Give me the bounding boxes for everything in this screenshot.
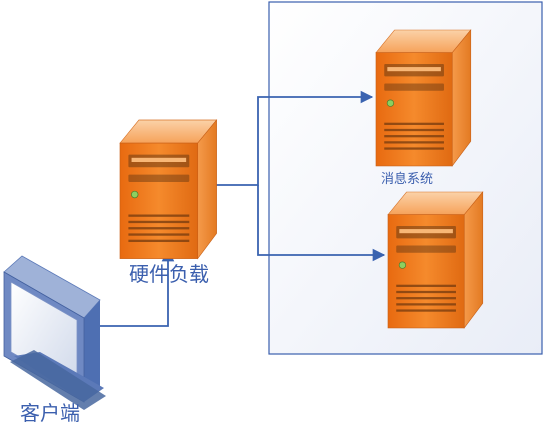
second-server xyxy=(387,191,484,329)
message-server xyxy=(375,29,472,167)
load-balancer-label: 硬件负载 xyxy=(129,262,209,286)
server-icon xyxy=(119,119,218,260)
client-label: 客户端 xyxy=(20,401,80,425)
message-system-label: 消息系统 xyxy=(381,171,433,187)
client-monitor xyxy=(3,255,106,410)
server-icon xyxy=(387,191,484,329)
monitor-icon xyxy=(3,255,106,410)
server-icon xyxy=(375,29,472,167)
load-balancer-server xyxy=(119,119,218,260)
connector-lb-to-second-server xyxy=(257,185,386,262)
